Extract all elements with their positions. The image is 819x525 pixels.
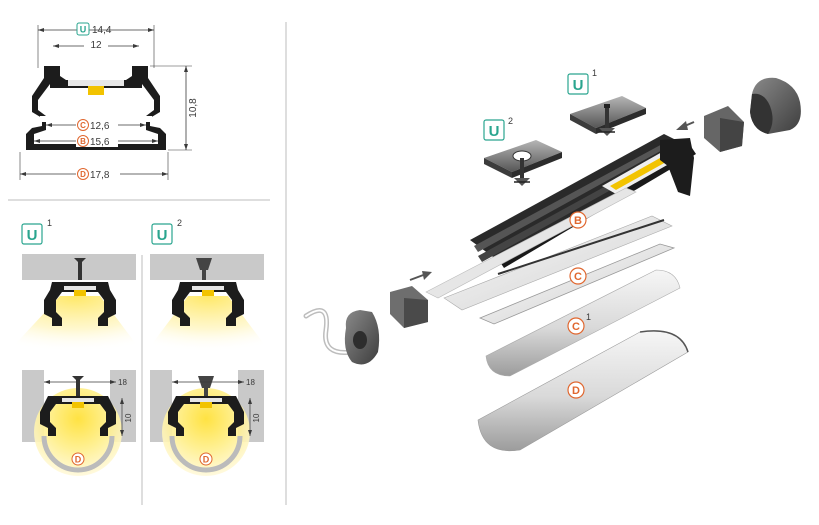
dim-top-width: 12 [90,40,102,51]
badge-u2-sup: 2 [177,218,182,228]
badge-u1-exploded: U [573,77,584,94]
badge-d-mount1: D [75,455,82,465]
dim-d-value: 17,8 [90,170,110,181]
mount1-depth-dim: 10 [124,413,133,422]
mount-clip-2: U 2 [483,116,562,186]
led-strip [610,158,666,190]
mounting-variant-2: U 2 [146,218,270,352]
badge-c1-sup: 1 [586,312,591,322]
dim-c-value: 12,6 [90,121,110,132]
dim-height: 10,8 [188,98,199,118]
mount2-depth-dim: 10 [252,413,261,422]
dim-u-value: 14,4 [92,25,112,36]
badge-b-letter: B [80,137,86,146]
badge-u2-exploded-sup: 2 [508,116,513,126]
round-glow-1 [34,388,122,476]
badge-u-bg [76,22,90,36]
badge-u2: U [157,227,168,244]
badge-c-exploded: C [574,271,582,283]
mount-clip-1: U 1 [567,68,646,136]
mounting-variant-1: U 1 [8,218,142,352]
badge-u1-exploded-sup: 1 [592,68,597,78]
diffuser-variant-2: 18 10 D [150,370,264,476]
badge-c-letter: C [80,121,86,130]
badge-b [77,135,89,147]
badge-u: U [80,25,87,35]
light-cone-1 [8,296,142,352]
round-glow-2 [162,388,250,476]
led-mount-1 [74,290,86,296]
mount2-width-dim: 18 [246,378,255,387]
badge-d-letter: D [80,170,86,179]
diffuser-variant-1: 18 10 D [22,370,136,476]
exploded-view: B C C 1 D U 2 [303,68,801,452]
badge-c [77,119,89,131]
light-cone-2 [146,296,270,352]
badge-d [77,168,89,180]
badge-c1-exploded: C [572,321,580,333]
badge-u2-exploded: U [489,123,500,140]
mount1-width-dim: 18 [118,378,127,387]
badge-u1-sup: 1 [47,218,52,228]
led-mount-2 [202,290,214,296]
led-chip [88,86,104,95]
dim-b-value: 15,6 [90,137,110,148]
cross-section: U 14,4 12 C 12,6 B 15,6 [19,22,199,181]
badge-b-exploded: B [574,215,582,227]
badge-d-exploded: D [572,385,580,397]
badge-d-mount2: D [203,455,210,465]
badge-u1: U [27,227,38,244]
diffuser-b [443,215,673,311]
